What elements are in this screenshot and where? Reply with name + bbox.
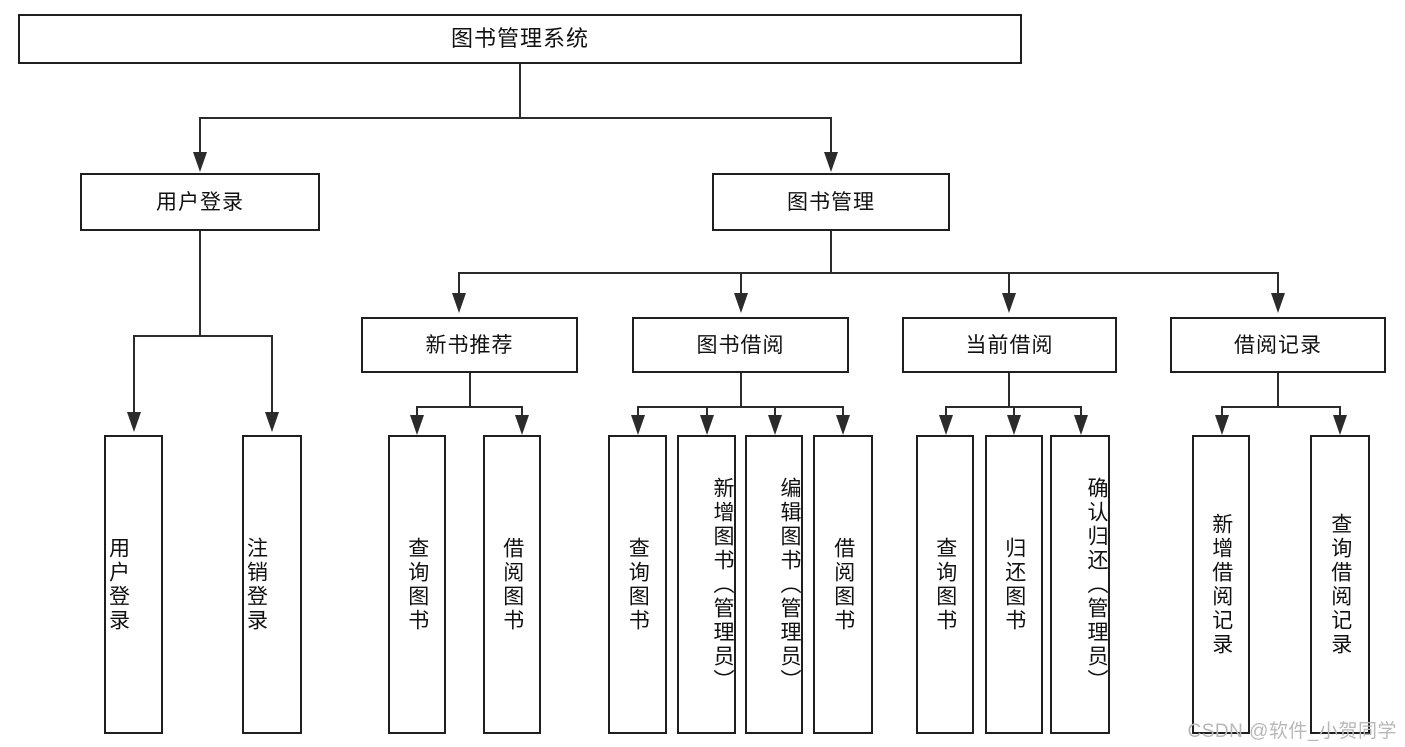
leaf-nbr-query-book[interactable]: 查询图书 [388,435,446,734]
arrowhead-br-leaf-1 [1215,415,1229,435]
connector-root-bus [199,117,831,119]
leaf-bb-borrow-book[interactable]: 借阅图书 [813,435,873,734]
arrowhead-cb-leaf-3 [1074,415,1088,435]
node-label: 查询图书 [933,536,957,633]
arrowhead-current-borrow [1002,293,1016,313]
connector-user-login-bus [133,335,272,337]
node-label: 查询借阅记录 [1328,512,1352,657]
connector-bb-branch-4 [842,406,844,418]
connector-book-management-bus [458,272,1278,274]
node-label: 确认归还（管理员） [1085,476,1108,693]
node-current-borrow[interactable]: 当前借阅 [902,317,1117,373]
connector-nbr-branch-2 [521,406,523,418]
arrowhead-bb-leaf-1 [631,415,645,435]
arrowhead-cb-leaf-1 [939,415,953,435]
leaf-user-login-login[interactable]: 用户登录 [104,435,163,734]
connector-cb-branch-1 [945,406,947,418]
leaf-bb-edit-book-admin[interactable]: 编辑图书（管理员） [745,435,803,734]
node-label: 图书借阅 [696,333,785,357]
connector-br-bus [1221,406,1340,408]
connector-bb-stem [740,373,742,407]
node-new-book-recommend[interactable]: 新书推荐 [361,317,578,373]
node-label: 借阅图书 [831,536,855,633]
connector-root-to-user-login [199,117,201,155]
node-label: 新增借阅记录 [1209,512,1233,657]
connector-cb-branch-2 [1013,406,1015,418]
node-label: 新增图书（管理员） [711,476,734,693]
leaf-cb-query-book[interactable]: 查询图书 [916,435,974,734]
arrowhead-bb-leaf-3 [768,415,782,435]
arrowhead-nbr-leaf-2 [515,415,529,435]
node-label: 图书管理系统 [450,26,589,51]
connector-br-stem [1277,373,1279,407]
node-label: 用户登录 [106,536,130,633]
connector-bb-branch-1 [637,406,639,418]
node-label: 借阅记录 [1234,333,1322,357]
connector-user-login-stem [199,231,201,336]
connector-user-login-branch-1 [133,335,135,415]
node-label: 当前借阅 [965,333,1054,357]
node-label: 借阅图书 [500,536,524,633]
arrowhead-new-book-recommend [452,293,466,313]
leaf-bb-add-book-admin[interactable]: 新增图书（管理员） [677,435,736,734]
node-label: 注销登录 [244,536,268,633]
node-label: 查询图书 [626,536,650,633]
connector-user-login-branch-2 [271,335,273,415]
arrowhead-cb-leaf-2 [1007,415,1021,435]
connector-bb-branch-2 [706,406,708,418]
connector-nbr-branch-1 [416,406,418,418]
leaf-bb-query-book[interactable]: 查询图书 [608,435,667,734]
leaf-cb-return-book[interactable]: 归还图书 [985,435,1043,734]
arrowhead-to-book-management [824,152,838,172]
connector-root-stem [519,64,521,118]
connector-br-branch-1 [1221,406,1223,418]
arrowhead-user-login-leaf-2 [265,412,279,432]
node-label: 新书推荐 [425,333,514,357]
connector-cb-stem [1008,373,1010,407]
leaf-br-query-record[interactable]: 查询借阅记录 [1310,435,1370,734]
arrowhead-borrow-record [1271,293,1285,313]
connector-nbr-stem [469,373,471,407]
connector-bm-branch-3 [1008,272,1010,296]
leaf-user-login-logout[interactable]: 注销登录 [242,435,302,734]
connector-bm-branch-2 [740,272,742,296]
connector-cb-branch-3 [1080,406,1082,418]
leaf-br-add-record[interactable]: 新增借阅记录 [1192,435,1250,734]
leaf-nbr-borrow-book[interactable]: 借阅图书 [483,435,541,734]
connector-bb-branch-3 [774,406,776,418]
node-root-book-management-system[interactable]: 图书管理系统 [18,14,1022,64]
node-book-borrow[interactable]: 图书借阅 [632,317,849,373]
node-book-management[interactable]: 图书管理 [712,173,950,231]
connector-bm-branch-1 [458,272,460,296]
node-user-login[interactable]: 用户登录 [80,173,320,231]
arrowhead-bb-leaf-2 [700,415,714,435]
arrowhead-book-borrow [734,293,748,313]
node-label: 图书管理 [787,190,875,214]
connector-bm-branch-4 [1277,272,1279,296]
connector-nbr-bus [416,406,522,408]
node-label: 编辑图书（管理员） [778,476,801,693]
node-borrow-record[interactable]: 借阅记录 [1170,317,1386,373]
connector-bb-bus [637,406,843,408]
csdn-watermark: CSDN @软件_小贺同学 [1187,721,1397,742]
arrowhead-br-leaf-2 [1333,415,1347,435]
leaf-cb-confirm-return-admin[interactable]: 确认归还（管理员） [1050,435,1110,734]
connector-br-branch-2 [1339,406,1341,418]
arrowhead-nbr-leaf-1 [410,415,424,435]
node-label: 查询图书 [405,536,429,633]
connector-book-management-stem [830,231,832,273]
arrowhead-bb-leaf-4 [836,415,850,435]
arrowhead-user-login-leaf-1 [127,412,141,432]
node-label: 用户登录 [156,190,244,214]
arrowhead-to-user-login [193,152,207,172]
connector-root-to-book-management [830,117,832,155]
node-label: 归还图书 [1002,536,1026,633]
